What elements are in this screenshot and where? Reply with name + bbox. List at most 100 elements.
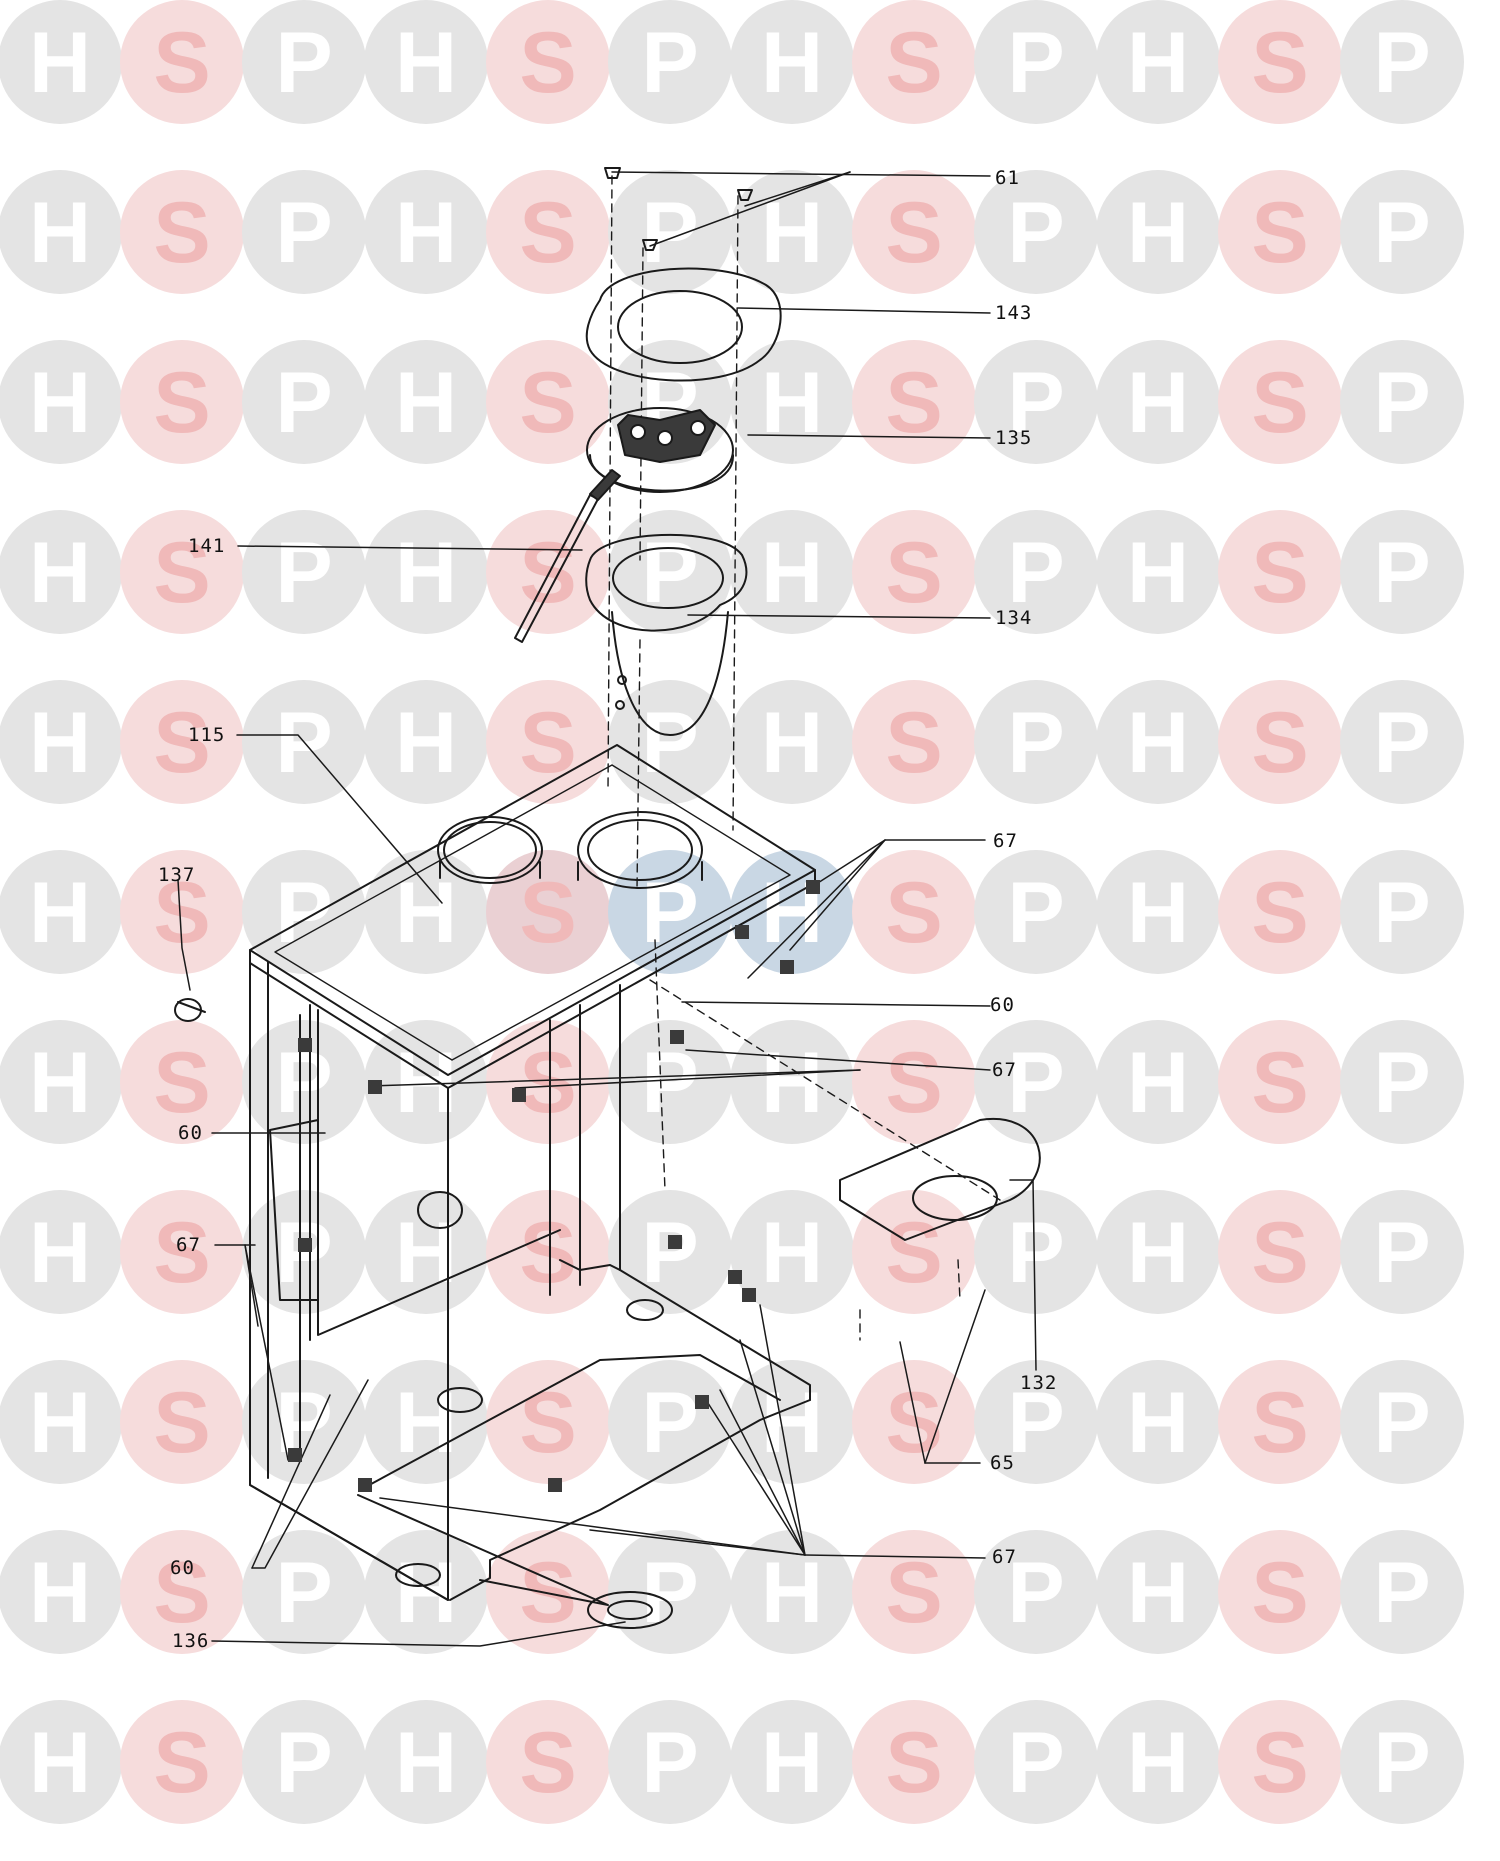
watermark-circle xyxy=(852,510,976,634)
watermark-circle xyxy=(1340,340,1464,464)
watermark-letter: P xyxy=(1373,1205,1430,1301)
watermark-letter: S xyxy=(885,15,942,111)
watermark-circle xyxy=(1096,170,1220,294)
watermark-letter: S xyxy=(153,15,210,111)
watermark-letter: S xyxy=(519,865,576,961)
watermark-letter: H xyxy=(1127,525,1189,621)
watermark-circle xyxy=(120,170,244,294)
watermark-letter: H xyxy=(761,1715,823,1811)
watermark-letter: S xyxy=(1251,1545,1308,1641)
watermark-circle xyxy=(1096,1530,1220,1654)
watermark-letter: S xyxy=(1251,1035,1308,1131)
watermark-circle xyxy=(852,170,976,294)
watermark-letter: H xyxy=(29,525,91,621)
watermark-circle xyxy=(1096,0,1220,124)
watermark-circle xyxy=(120,1360,244,1484)
watermark-circle xyxy=(608,1530,732,1654)
watermark-circle xyxy=(1218,1530,1342,1654)
watermark-circle xyxy=(364,170,488,294)
watermark-circle xyxy=(730,510,854,634)
watermark-circle xyxy=(974,1700,1098,1824)
assembly-dashed-lines xyxy=(607,175,1001,1341)
watermark-letter: P xyxy=(1007,525,1064,621)
watermark-letter: H xyxy=(29,1205,91,1301)
watermark-circle xyxy=(120,340,244,464)
leader-lines xyxy=(177,171,1037,1647)
watermark-letter: P xyxy=(1007,185,1064,281)
watermark-circle xyxy=(1096,340,1220,464)
watermark-circle xyxy=(1096,850,1220,974)
watermark-letter: S xyxy=(1251,695,1308,791)
watermark-circle xyxy=(1340,850,1464,974)
watermark-letter: P xyxy=(641,1375,698,1471)
watermark-letter: H xyxy=(29,695,91,791)
watermark-circle xyxy=(120,1530,244,1654)
watermark-letter: P xyxy=(275,1545,332,1641)
watermark-letter: P xyxy=(641,185,698,281)
watermark-letter: H xyxy=(395,355,457,451)
watermark-letter: P xyxy=(1007,1205,1064,1301)
watermark-circle xyxy=(730,1530,854,1654)
watermark-letter: H xyxy=(29,355,91,451)
watermark-circle xyxy=(120,1020,244,1144)
watermark-circle xyxy=(0,1700,122,1824)
watermark-circle xyxy=(730,680,854,804)
watermark-circle xyxy=(1340,1700,1464,1824)
watermark-letter: S xyxy=(1251,355,1308,451)
callout-141: 141 xyxy=(188,535,226,557)
watermark-circle xyxy=(852,1700,976,1824)
gasket-plate-143 xyxy=(585,267,782,382)
sight-glass-137 xyxy=(174,998,206,1022)
watermark-letter: H xyxy=(395,865,457,961)
watermark-circle xyxy=(1218,1020,1342,1144)
watermark-circle xyxy=(364,1700,488,1824)
watermark-letter: H xyxy=(29,1375,91,1471)
callout-115: 115 xyxy=(188,724,226,746)
watermark-letter: P xyxy=(275,865,332,961)
watermark-circle xyxy=(1218,170,1342,294)
watermark-circle xyxy=(486,170,610,294)
watermark-letter: S xyxy=(1251,185,1308,281)
watermark-letter: P xyxy=(275,1375,332,1471)
watermark-letter: H xyxy=(761,1205,823,1301)
watermark-letter: P xyxy=(641,1205,698,1301)
watermark-circle xyxy=(0,1360,122,1484)
watermark-letter: H xyxy=(1127,185,1189,281)
watermark-letter: S xyxy=(153,525,210,621)
callout-135: 135 xyxy=(995,427,1033,449)
watermark-circle xyxy=(852,340,976,464)
watermark-circle xyxy=(1340,170,1464,294)
chamber-liner-134 xyxy=(585,533,748,736)
watermark-circle xyxy=(242,340,366,464)
watermark-letter: P xyxy=(1007,15,1064,111)
watermark-letter: P xyxy=(1373,865,1430,961)
watermark-circle xyxy=(0,680,122,804)
watermark-circle xyxy=(242,0,366,124)
watermark-circle xyxy=(364,0,488,124)
watermark-letter: S xyxy=(519,695,576,791)
watermark-circle xyxy=(852,1190,976,1314)
watermark-circle xyxy=(730,1700,854,1824)
watermark-circle xyxy=(0,510,122,634)
watermark-letter: P xyxy=(275,525,332,621)
watermark-letter: H xyxy=(29,1545,91,1641)
watermark-letter: P xyxy=(641,695,698,791)
watermark-circle xyxy=(608,850,732,974)
electrode-141 xyxy=(514,469,621,643)
watermark-letter: S xyxy=(153,1545,210,1641)
watermark-circle xyxy=(1218,1190,1342,1314)
watermark-letter: P xyxy=(275,15,332,111)
watermark-letter: S xyxy=(519,355,576,451)
screw-61-set xyxy=(604,167,753,251)
watermark-letter: P xyxy=(1373,355,1430,451)
watermark-letter: S xyxy=(153,1715,210,1811)
watermark-circle xyxy=(974,340,1098,464)
flue-plate-132 xyxy=(839,1117,1041,1241)
watermark-circle xyxy=(120,1190,244,1314)
watermark-circle xyxy=(120,510,244,634)
watermark-letter: H xyxy=(395,525,457,621)
callout-136: 136 xyxy=(172,1630,210,1652)
watermark-circle xyxy=(1218,1700,1342,1824)
watermark-letter: S xyxy=(153,695,210,791)
watermark-circle xyxy=(242,510,366,634)
